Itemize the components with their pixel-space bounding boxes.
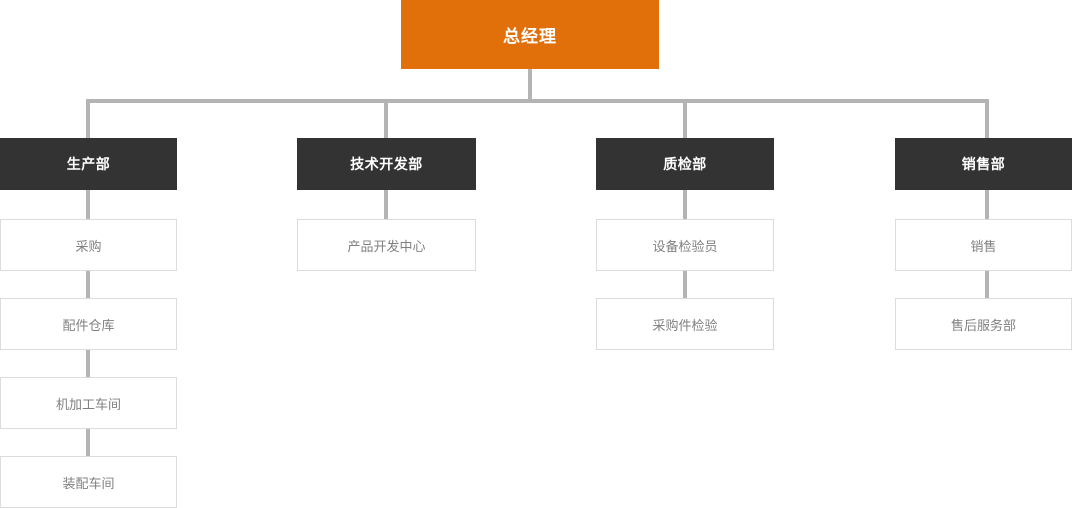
node-label: 产品开发中心 bbox=[347, 238, 426, 254]
node-department-quality-inspection[interactable]: 质检部 bbox=[596, 138, 774, 190]
node-label: 设备检验员 bbox=[652, 238, 718, 254]
connector-sales-1 bbox=[985, 190, 989, 219]
node-label: 技术开发部 bbox=[350, 156, 423, 172]
connector-production-1 bbox=[86, 190, 90, 219]
node-label: 机加工车间 bbox=[55, 396, 121, 412]
node-label: 销售 bbox=[970, 238, 997, 254]
connector-bus-horizontal bbox=[86, 99, 989, 103]
node-department-production[interactable]: 生产部 bbox=[0, 138, 177, 190]
node-label: 销售部 bbox=[961, 156, 1006, 172]
node-root-general-manager[interactable]: 总经理 bbox=[401, 0, 659, 69]
node-leaf-product-development-center[interactable]: 产品开发中心 bbox=[297, 219, 476, 271]
node-leaf-sales[interactable]: 销售 bbox=[895, 219, 1072, 271]
connector-production-2 bbox=[86, 271, 90, 298]
connector-bus-drop-4 bbox=[985, 99, 989, 138]
node-leaf-purchased-parts-inspection[interactable]: 采购件检验 bbox=[596, 298, 774, 350]
node-label: 生产部 bbox=[66, 156, 111, 172]
node-label: 总经理 bbox=[503, 27, 557, 46]
node-leaf-parts-warehouse[interactable]: 配件仓库 bbox=[0, 298, 177, 350]
node-label: 采购件检验 bbox=[652, 317, 718, 333]
connector-quality-2 bbox=[683, 271, 687, 298]
node-leaf-assembly-workshop[interactable]: 装配车间 bbox=[0, 456, 177, 508]
connector-sales-2 bbox=[985, 271, 989, 298]
node-label: 配件仓库 bbox=[62, 317, 115, 333]
node-label: 装配车间 bbox=[62, 475, 115, 491]
node-leaf-machining-workshop[interactable]: 机加工车间 bbox=[0, 377, 177, 429]
connector-quality-1 bbox=[683, 190, 687, 219]
connector-production-4 bbox=[86, 429, 90, 456]
node-label: 采购 bbox=[75, 238, 102, 254]
connector-bus-drop-3 bbox=[683, 99, 687, 138]
connector-root-stem bbox=[528, 69, 532, 102]
connector-production-3 bbox=[86, 350, 90, 377]
node-leaf-purchasing[interactable]: 采购 bbox=[0, 219, 177, 271]
node-department-tech-development[interactable]: 技术开发部 bbox=[297, 138, 476, 190]
node-department-sales[interactable]: 销售部 bbox=[895, 138, 1072, 190]
node-leaf-after-sales-service[interactable]: 售后服务部 bbox=[895, 298, 1072, 350]
node-leaf-equipment-inspector[interactable]: 设备检验员 bbox=[596, 219, 774, 271]
connector-tech-1 bbox=[384, 190, 388, 219]
connector-bus-drop-2 bbox=[384, 99, 388, 138]
connector-bus-drop-1 bbox=[86, 99, 90, 138]
node-label: 售后服务部 bbox=[950, 317, 1016, 333]
node-label: 质检部 bbox=[663, 156, 707, 172]
